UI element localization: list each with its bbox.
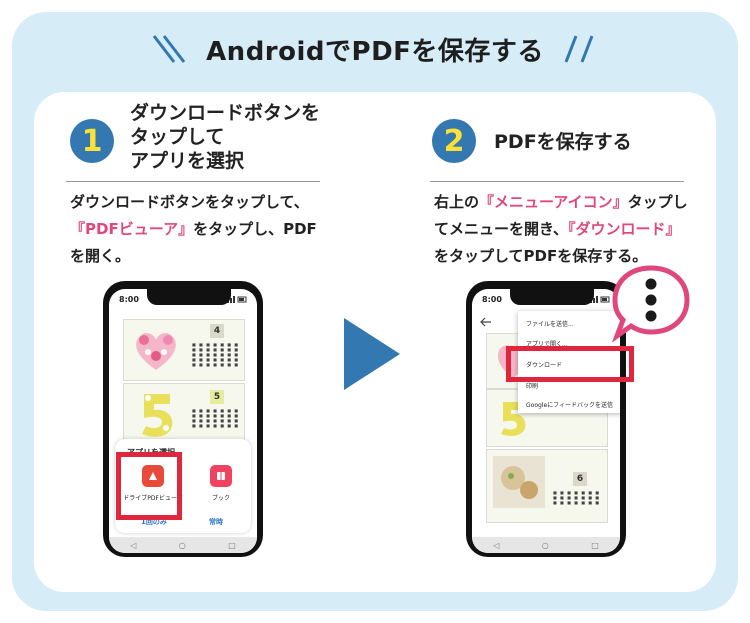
- step-2-desc-line1-a: 右上の: [434, 193, 480, 211]
- play-arrow-icon: [344, 318, 400, 390]
- calendar-number: 4: [210, 324, 224, 338]
- left-slashes-icon: [152, 35, 186, 63]
- menu-item-open-with[interactable]: アプリで開く...: [526, 341, 568, 348]
- calendar-grid: ■ ■ ■ ■ ■ ■ ■■ ■ ■ ■ ■ ■ ■■ ■ ■ ■ ■ ■ ■■…: [192, 408, 240, 428]
- app-label: ブック: [211, 495, 230, 502]
- android-navbar: ◁ ○ □: [472, 537, 620, 553]
- header: AndroidでPDFを保存する: [0, 24, 750, 74]
- right-slashes-icon: [564, 35, 594, 63]
- step-1-title: ダウンロードボタンを タップして アプリを選択: [130, 102, 321, 172]
- phone-notch: [510, 289, 594, 305]
- back-icon[interactable]: ◁: [130, 540, 137, 550]
- step-2-screen: 8:00 6 ■ ■ ■ ■ ■ ■ ■■ ■ ■ ■ ■ ■ ■■ ■ ■ ■…: [472, 289, 620, 553]
- pdf-viewer-label: 『PDFビューア』: [70, 220, 194, 238]
- recent-apps-icon[interactable]: □: [591, 540, 599, 550]
- highlight-pdf-viewer: [116, 452, 182, 520]
- status-time: 8:00: [119, 295, 139, 304]
- drive-pdf-viewer-option[interactable]: ドライブPDFビューア: [123, 459, 183, 511]
- always-button[interactable]: 常時: [209, 518, 223, 526]
- step-1-description: ダウンロードボタンをタップして、 『PDFビューア』をタップし、PDF を開く。: [70, 189, 330, 270]
- step-2-phone: 8:00 6 ■ ■ ■ ■ ■ ■ ■■ ■ ■ ■ ■ ■ ■■ ■ ■ ■…: [466, 281, 626, 557]
- step-2-desc-line3: をタップしてPDFを保存する。: [434, 247, 648, 265]
- app-label: ドライブPDFビューア: [123, 495, 183, 502]
- recent-apps-icon[interactable]: □: [228, 540, 236, 550]
- menu-item-print[interactable]: 印刷: [526, 383, 539, 390]
- menu-item-feedback[interactable]: Googleにフィードバックを送信: [526, 402, 614, 409]
- step-1-desc-line1: ダウンロードボタンをタップして、: [70, 193, 309, 211]
- calendar-number: 6: [573, 472, 587, 486]
- overflow-menu: ファイルを送信... アプリで開く... ダウンロード 印刷 Googleにフィ…: [518, 311, 620, 413]
- menu-icon-label: 『メニューアイコン』: [479, 193, 628, 211]
- step-2-desc-line2-a: てメニューを開き、: [434, 220, 568, 238]
- menu-item-download[interactable]: ダウンロード: [526, 362, 563, 369]
- book-app-option[interactable]: ブック: [195, 459, 247, 511]
- home-icon[interactable]: ○: [178, 540, 186, 550]
- step-2-desc-line1: 右上の『メニューアイコン』タップし: [434, 189, 704, 216]
- home-icon[interactable]: ○: [541, 540, 549, 550]
- step-2-badge: 2: [432, 119, 476, 163]
- drive-pdf-icon: [142, 465, 164, 487]
- calendar-page: 5 ■ ■ ■ ■ ■ ■ ■■ ■ ■ ■ ■ ■ ■■ ■ ■ ■ ■ ■ …: [123, 383, 245, 447]
- step-1-divider: [66, 181, 320, 182]
- step-2-desc-line2: てメニューを開き、『ダウンロード』: [434, 216, 704, 243]
- calendar-grid: ■ ■ ■ ■ ■ ■ ■■ ■ ■ ■ ■ ■ ■■ ■ ■ ■ ■ ■ ■■…: [192, 342, 240, 367]
- step-1-desc-line2: 『PDFビューア』をタップし、PDF: [70, 216, 330, 243]
- flower-number-image: [142, 394, 173, 437]
- highlight-download: [506, 346, 634, 382]
- flower-heart-image: [136, 333, 176, 370]
- step-2-description: 右上の『メニューアイコン』タップし てメニューを開き、『ダウンロード』 をタップ…: [434, 189, 704, 270]
- android-navbar: ◁ ○ □: [109, 537, 257, 553]
- back-icon[interactable]: ◁: [493, 540, 500, 550]
- status-time: 8:00: [482, 295, 502, 304]
- step-1-desc-line2-rest: をタップし、PDF: [193, 220, 317, 238]
- menu-item-send-file[interactable]: ファイルを送信...: [526, 321, 574, 328]
- step-1-desc-line3: を開く。: [70, 247, 131, 265]
- flower-number-image: [501, 402, 526, 436]
- calendar-number: 5: [210, 390, 224, 404]
- more-vert-icon: [612, 265, 690, 342]
- book-app-icon: [210, 465, 232, 487]
- food-image: [493, 456, 545, 508]
- calendar-page: 6 ■ ■ ■ ■ ■ ■ ■■ ■ ■ ■ ■ ■ ■■ ■ ■ ■ ■ ■ …: [486, 449, 608, 523]
- page-title: AndroidでPDFを保存する: [206, 36, 544, 67]
- calendar-grid: ■ ■ ■ ■ ■ ■ ■■ ■ ■ ■ ■ ■ ■■ ■ ■ ■ ■ ■ ■: [553, 490, 601, 505]
- step-1-badge: 1: [70, 119, 114, 163]
- step-2-title: PDFを保存する: [494, 131, 632, 153]
- once-button[interactable]: 1回のみ: [141, 518, 167, 526]
- phone-notch: [147, 289, 231, 305]
- back-arrow-icon[interactable]: [480, 317, 492, 327]
- download-label: 『ダウンロード』: [567, 220, 681, 238]
- step-2-desc-line1-b: タップし: [627, 193, 688, 211]
- step-2-divider: [430, 181, 684, 182]
- calendar-page: 4 ■ ■ ■ ■ ■ ■ ■■ ■ ■ ■ ■ ■ ■■ ■ ■ ■ ■ ■ …: [123, 319, 245, 381]
